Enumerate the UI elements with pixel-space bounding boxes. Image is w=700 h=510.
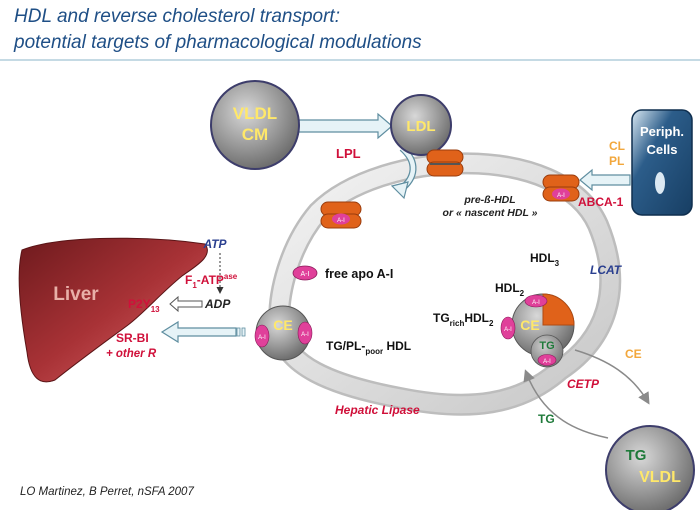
cell-nucleus xyxy=(655,172,665,194)
ce-left-label: CE xyxy=(273,317,292,333)
srbi-label: SR-BI xyxy=(116,331,149,345)
apo-tag: A-I xyxy=(543,359,551,365)
nascent-hdl-label: or « nascent HDL » xyxy=(443,207,538,219)
cells-to-abca1-arrow xyxy=(579,168,631,192)
pl-label: PL xyxy=(609,154,624,168)
vldl-to-ldl-arrow xyxy=(297,112,393,140)
tg-hdl-particle: TG A-I xyxy=(530,334,564,368)
apo-tag: A-I xyxy=(337,218,345,224)
tgrich-hdl2-label: TGrichHDL2 xyxy=(433,311,494,328)
pre-beta-hdl-disc-top xyxy=(426,149,464,177)
ce-transfer-arrow xyxy=(574,349,650,405)
vldl-cm-particle: VLDL CM xyxy=(210,80,300,170)
tg-transfer-arrow xyxy=(523,369,609,439)
vldl-cm-label-2: CM xyxy=(242,125,268,144)
ldl-label: LDL xyxy=(406,118,435,135)
adp-label: ADP xyxy=(204,297,231,311)
tg-mature-label: TG xyxy=(539,340,554,352)
liver-label: Liver xyxy=(53,284,99,305)
slide-credit: LO Martinez, B Perret, nSFA 2007 xyxy=(20,486,194,498)
free-apo-label: free apo A-I xyxy=(325,267,393,281)
periph-label-1: Periph. xyxy=(640,124,684,139)
hdl2-label: HDL2 xyxy=(495,281,525,298)
cl-label: CL xyxy=(609,139,625,153)
tg-transfer-label: TG xyxy=(538,412,555,426)
abca1-label: ABCA-1 xyxy=(578,195,624,209)
f1-atpase-label: F1-ATPase xyxy=(185,272,238,290)
apo-tag: A-I xyxy=(301,332,309,338)
apo-tag: A-I xyxy=(532,300,540,306)
peripheral-cells: Periph. Cells xyxy=(631,109,693,216)
vldl-bottom-particle: TG VLDL xyxy=(605,425,695,510)
left-hdl-particle: CE A-I A-I xyxy=(254,305,313,361)
hdl-to-liver-arrow xyxy=(160,320,246,344)
vldl-cm-label-1: VLDL xyxy=(233,104,277,123)
apo-tag: A-I xyxy=(557,193,565,199)
hdl3-label: HDL3 xyxy=(530,251,560,268)
apo-tag: A-I xyxy=(504,327,512,333)
p2y13-label: P2Y13 xyxy=(128,297,160,314)
vldl-bottom-tg-label: TG xyxy=(626,447,647,464)
atp-label: ATP xyxy=(202,237,227,251)
vldl-bottom-label: VLDL xyxy=(639,469,681,486)
apo-tag: A-I xyxy=(258,335,266,341)
pre-beta-hdl-disc-right: A-I xyxy=(542,174,580,202)
slide-title-line-2: potential targets of pharmacological mod… xyxy=(14,32,422,53)
pre-beta-hdl-disc-left: A-I xyxy=(320,201,362,229)
other-r-label: + other R xyxy=(106,348,157,360)
ldl-particle: LDL xyxy=(390,94,452,156)
adp-to-p2y13-arrow xyxy=(169,295,203,313)
periph-label-2: Cells xyxy=(646,142,677,157)
cetp-label: CETP xyxy=(567,377,600,391)
tgpl-poor-hdl-label: TG/PL-poor HDL xyxy=(326,339,411,356)
ce-transfer-label: CE xyxy=(625,347,642,361)
pre-beta-hdl-label: pre-ß-HDL xyxy=(463,194,515,206)
hepatic-lipase-label: Hepatic Lipase xyxy=(335,403,420,417)
lpl-label: LPL xyxy=(336,146,361,161)
hdl-lcat-segment xyxy=(542,293,575,326)
free-apo-ai: A-I xyxy=(292,265,318,281)
slide-title-line-1: HDL and reverse cholesterol transport: xyxy=(14,6,340,27)
liver-organ: Liver xyxy=(18,237,208,383)
apo-tag: A-I xyxy=(301,271,310,278)
ce-mature-label: CE xyxy=(520,317,539,333)
lcat-label: LCAT xyxy=(590,263,623,277)
